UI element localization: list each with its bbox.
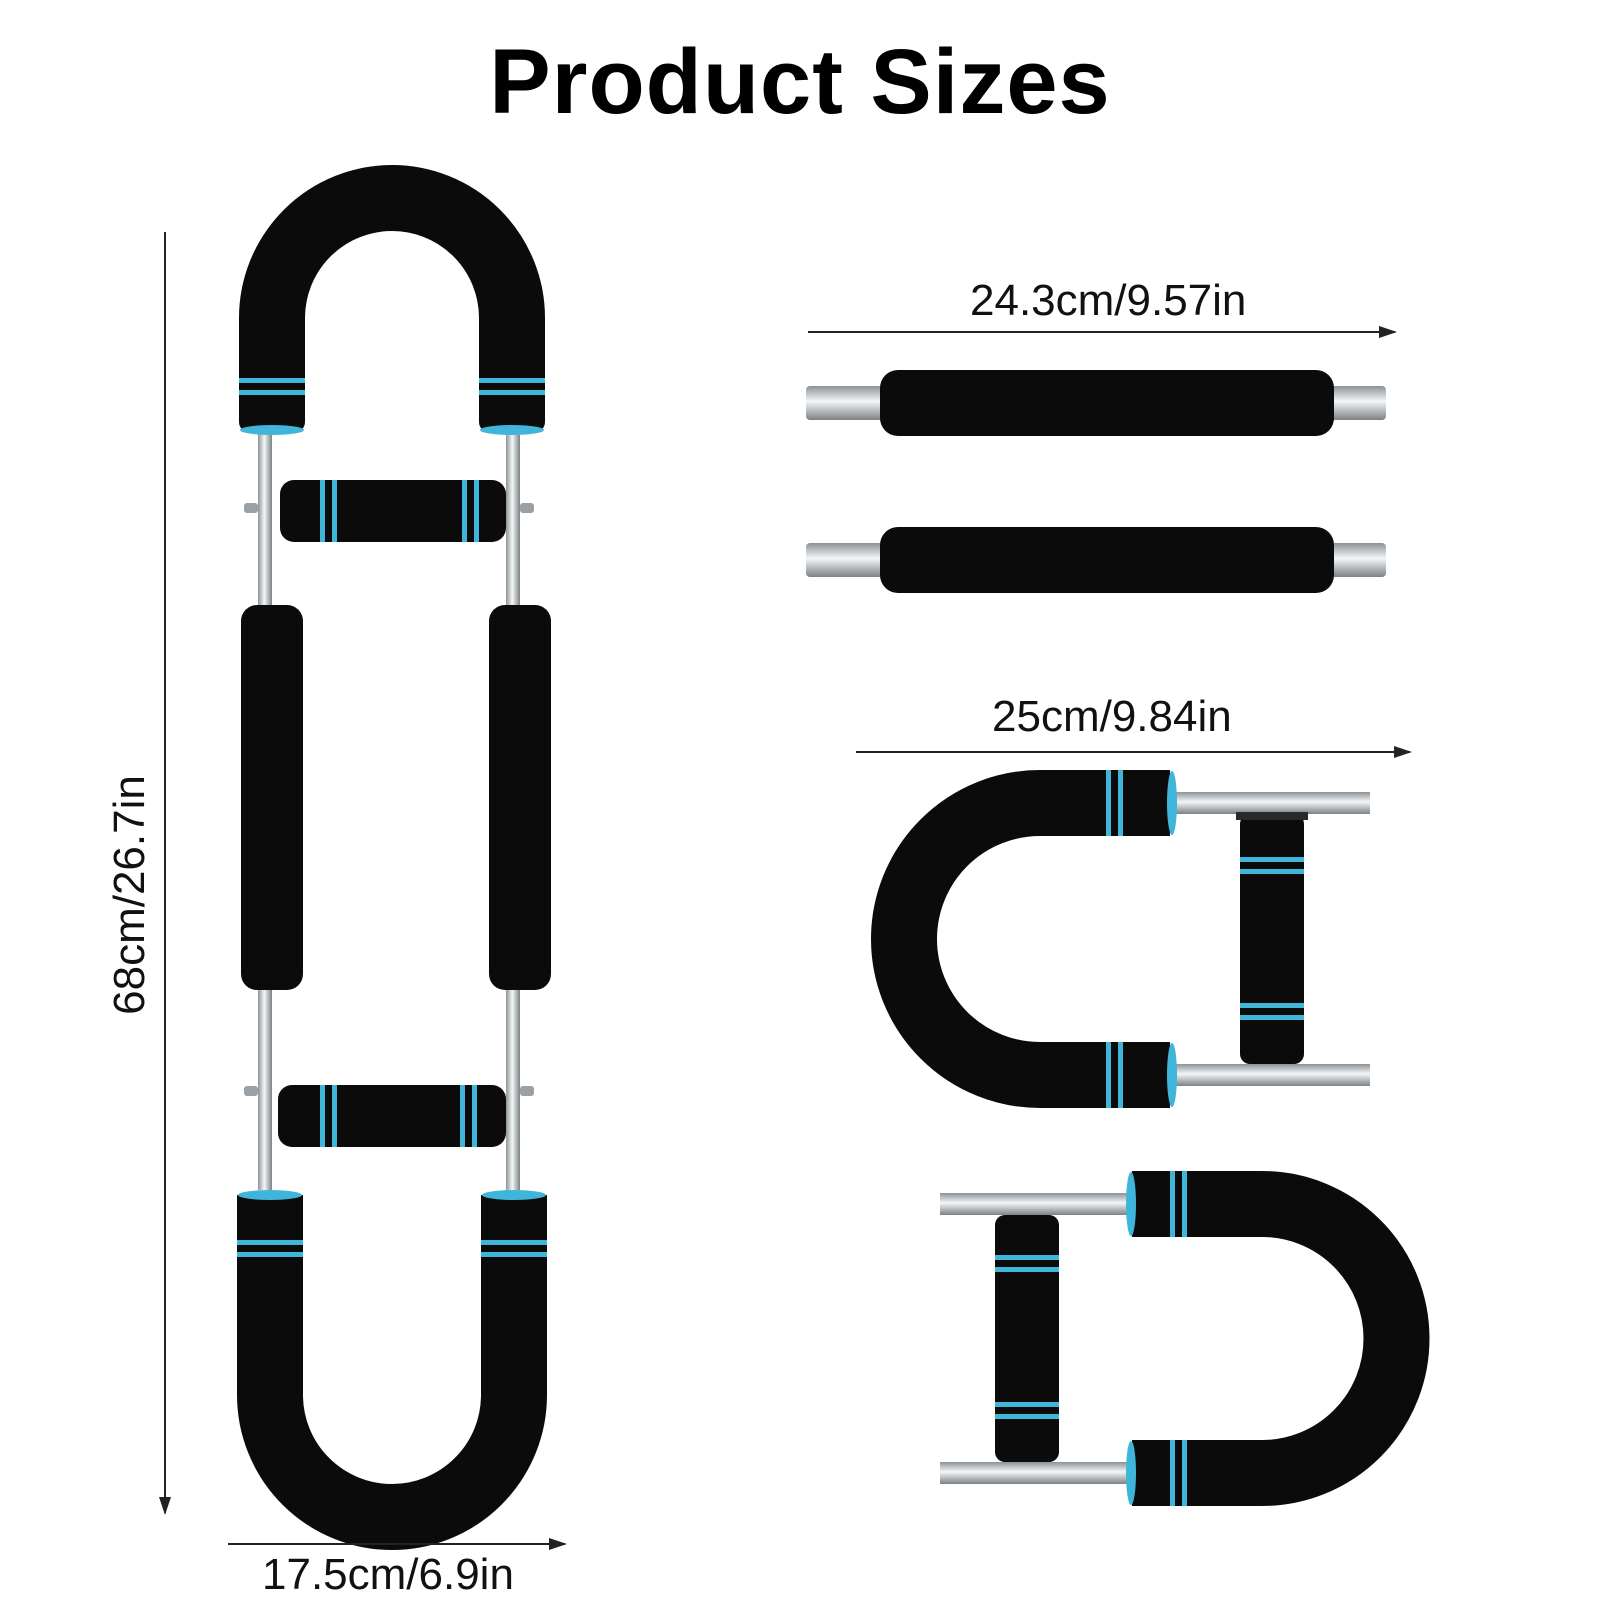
steel-rod [506, 970, 520, 1190]
steel-rod [258, 430, 272, 610]
height-dimension: 68cm/26.7in [105, 775, 154, 1015]
width-dimension: 17.5cm/6.9in [262, 1550, 514, 1599]
u-handle-dimension: 25cm/9.84in [992, 692, 1232, 741]
steel-rod [258, 970, 272, 1190]
page-title: Product Sizes [489, 31, 1111, 133]
top-crossbar [280, 480, 506, 542]
top-u-handle [239, 165, 545, 420]
assembled-trainer [237, 165, 551, 1550]
straight-handle [806, 370, 1386, 436]
straight-handle-dimension: 24.3cm/9.57in [970, 276, 1247, 325]
side-grip-left [241, 605, 303, 990]
bottom-u-handle [237, 1195, 547, 1550]
straight-handle [806, 527, 1386, 593]
u-handle [871, 770, 1370, 1108]
u-handle-mirrored [940, 1171, 1430, 1506]
bottom-crossbar [278, 1085, 506, 1147]
side-grip-right [489, 605, 551, 990]
steel-rod [506, 430, 520, 610]
